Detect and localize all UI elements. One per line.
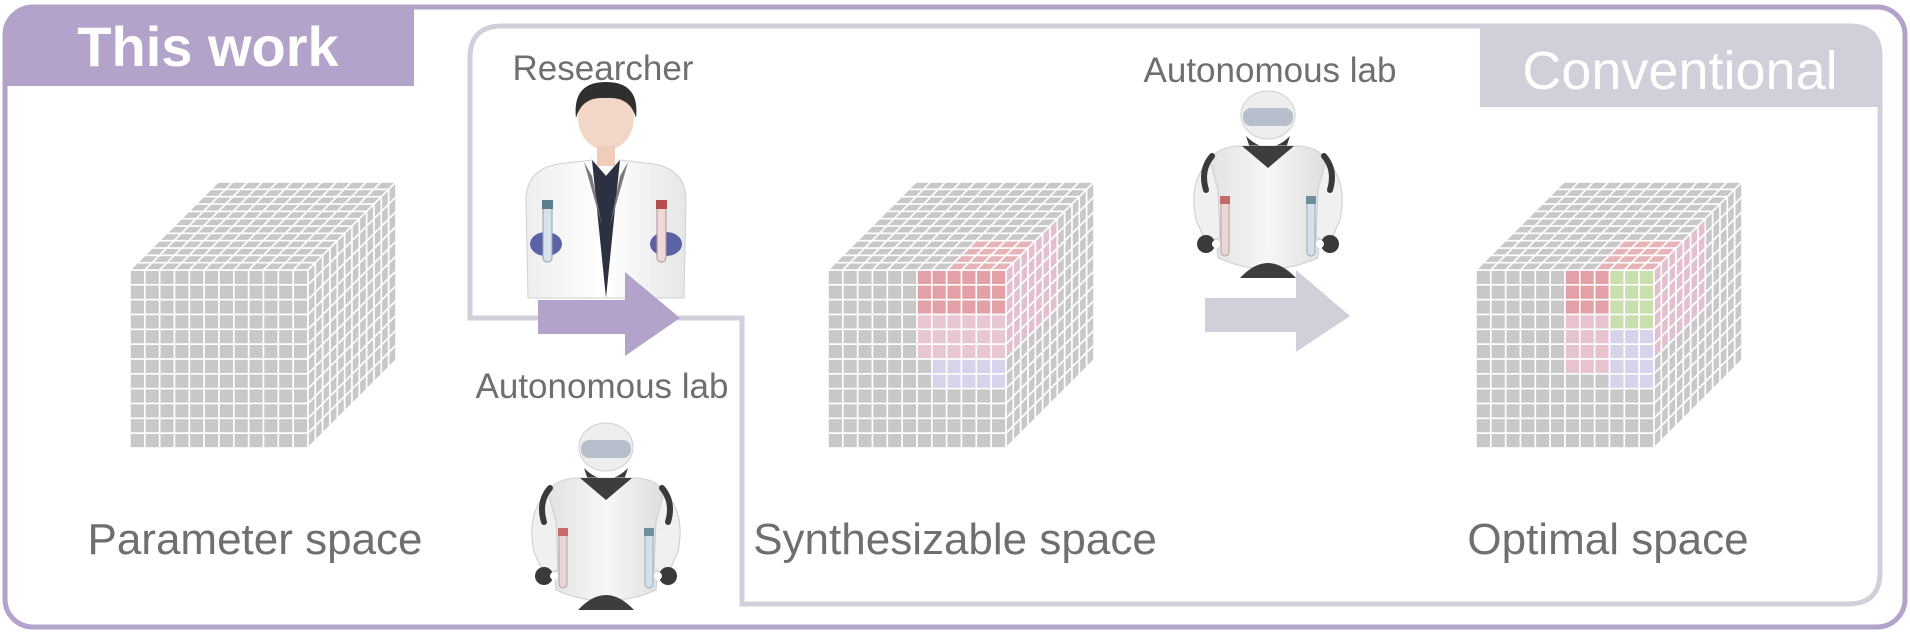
autonomous-lab-robot-top — [1194, 91, 1342, 278]
autonomous-lab-top-label: Autonomous lab — [1144, 51, 1397, 90]
conventional-tab-label: Conventional — [1522, 41, 1837, 101]
synthesizable-space-label: Synthesizable space — [753, 515, 1157, 564]
this-work-tab — [5, 7, 414, 86]
optimal-space-label: Optimal space — [1467, 515, 1748, 564]
researcher-figure — [525, 82, 687, 299]
autonomous-lab-robot-bottom — [532, 423, 680, 610]
optimal-space-cube — [1474, 180, 1744, 450]
parameter-space-label: Parameter space — [87, 515, 422, 564]
parameter-space-cube — [128, 180, 398, 450]
conventional-tab — [1480, 26, 1880, 107]
synthesizable-space-cube — [826, 180, 1096, 450]
this-work-frame — [2, 4, 1908, 630]
arrow-right-icon — [538, 272, 680, 356]
autonomous-lab-bottom-label: Autonomous lab — [476, 367, 729, 406]
arrow-right-icon — [1205, 270, 1350, 352]
researcher-label: Researcher — [513, 49, 694, 88]
this-work-tab-label: This work — [77, 15, 339, 78]
